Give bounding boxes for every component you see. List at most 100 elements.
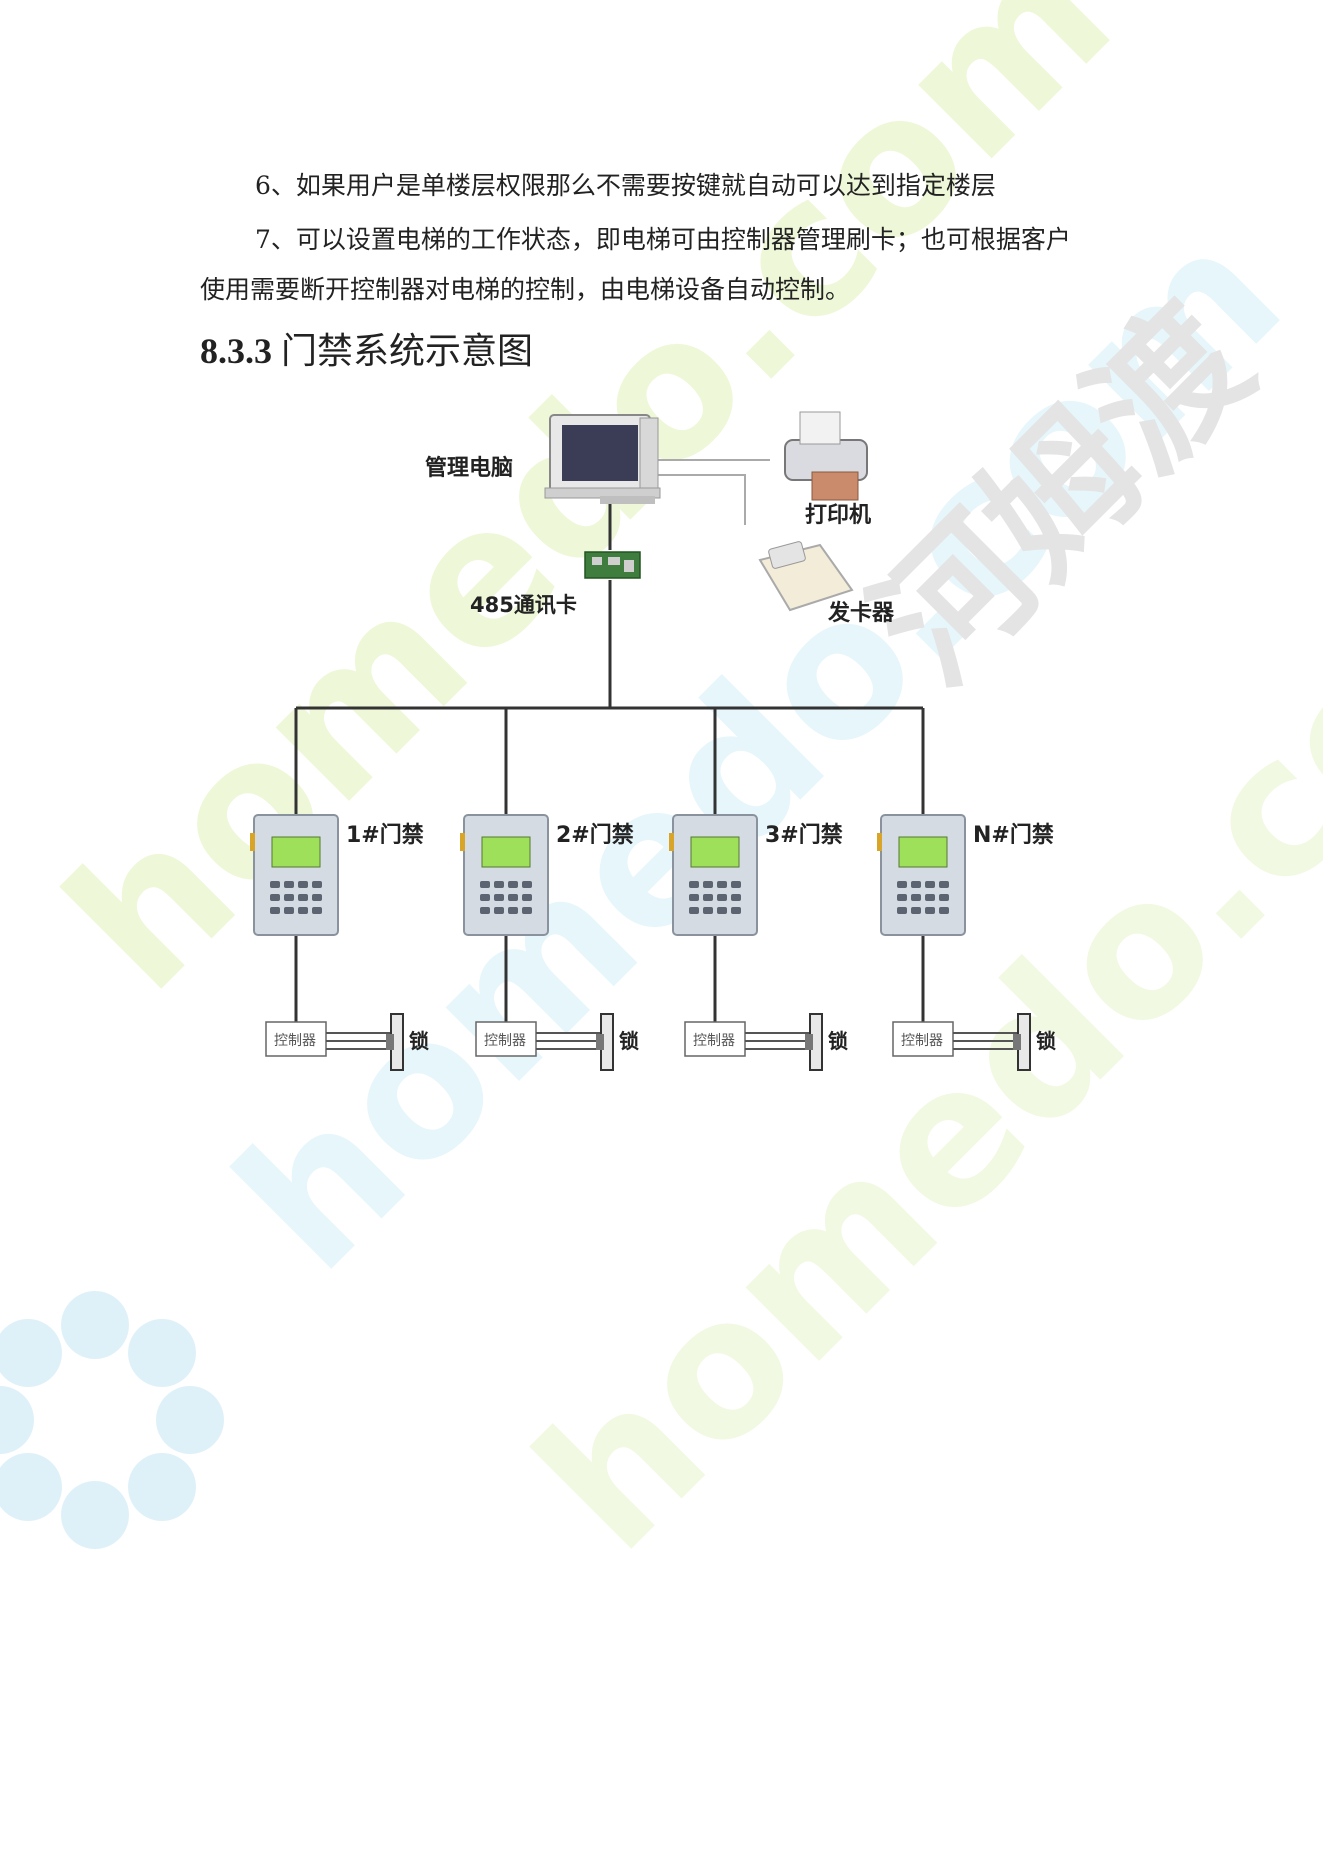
reader-key [689,894,699,901]
reader-key [731,894,741,901]
reader-key [897,894,907,901]
reader-screen [271,836,321,868]
reader-body [880,814,966,936]
reader-screen [898,836,948,868]
reader-key [298,907,308,914]
reader-key [494,894,504,901]
list-item-7-continued: 使用需要断开控制器对电梯的控制，由电梯设备自动控制。 [200,275,851,304]
computer-label: 管理电脑 [425,455,513,481]
section-title: 门禁系统示意图 [281,331,534,372]
reader-key [284,907,294,914]
section-number: 8.3.3 [200,331,272,371]
printer-icon [784,411,868,501]
reader-key [270,907,280,914]
reader-body [463,814,549,936]
reader-key [897,907,907,914]
door-label: 1#门禁 [346,822,424,848]
reader-key [270,894,280,901]
lock-label: 锁 [409,1029,429,1053]
reader-key [298,894,308,901]
reader-key [508,894,518,901]
reader-key [717,907,727,914]
reader-body [672,814,758,936]
controller-box [684,1021,746,1057]
reader-key [703,881,713,888]
controller-label: 控制器 [484,1033,526,1049]
reader-screen [481,836,531,868]
lock-bolt [596,1034,604,1050]
lock-bolt [386,1034,394,1050]
reader-key [911,894,921,901]
reader-led [460,833,465,851]
reader-key [284,894,294,901]
reader-key [731,907,741,914]
reader-key [925,894,935,901]
controller-box [892,1021,954,1057]
reader-key [731,881,741,888]
reader-key [312,894,322,901]
reader-key [480,894,490,901]
controller-box [475,1021,537,1057]
watermark-flower-icon [0,1291,224,1549]
reader-body [253,814,339,936]
reader-key [522,881,532,888]
door-label: 3#门禁 [765,822,843,848]
controller-label: 控制器 [274,1033,316,1049]
controller-label: 控制器 [693,1033,735,1049]
card-issuer-label: 发卡器 [827,600,895,626]
reader-led [669,833,674,851]
reader-key [703,907,713,914]
lock-label: 锁 [619,1029,639,1053]
list-item-6: 6、如果用户是单楼层权限那么不需要按键就自动可以达到指定楼层 [255,171,996,200]
lock-bolt [805,1034,813,1050]
reader-key [939,881,949,888]
reader-screen [690,836,740,868]
section-heading: 8.3.3 门禁系统示意图 [200,322,533,374]
reader-key [897,881,907,888]
controller-box [265,1021,327,1057]
reader-key [298,881,308,888]
reader-key [925,907,935,914]
printer-label: 打印机 [805,503,871,528]
reader-key [508,881,518,888]
controller-label: 控制器 [901,1033,943,1049]
reader-key [911,881,921,888]
lock-label: 锁 [828,1029,848,1053]
reader-key [939,907,949,914]
reader-key [689,881,699,888]
door-label: N#门禁 [973,822,1054,848]
peripheral-lines [655,459,770,525]
lock-bolt [1013,1034,1021,1050]
reader-led [250,833,255,851]
reader-key [494,907,504,914]
comm-card-icon [584,551,641,579]
bus-lines [294,500,925,1022]
reader-key [522,907,532,914]
reader-key [717,894,727,901]
reader-key [508,907,518,914]
computer-icon [544,414,661,504]
door-label: 2#门禁 [556,822,634,848]
reader-key [480,907,490,914]
reader-key [939,894,949,901]
reader-key [925,881,935,888]
reader-key [480,881,490,888]
card-issuer-icon [758,541,854,612]
reader-key [689,907,699,914]
lock-label: 锁 [1036,1029,1056,1053]
reader-led [877,833,882,851]
reader-key [494,881,504,888]
reader-key [911,907,921,914]
reader-key [312,881,322,888]
reader-key [284,881,294,888]
reader-key [522,894,532,901]
reader-key [703,894,713,901]
comm-card-label: 485通讯卡 [470,593,577,617]
